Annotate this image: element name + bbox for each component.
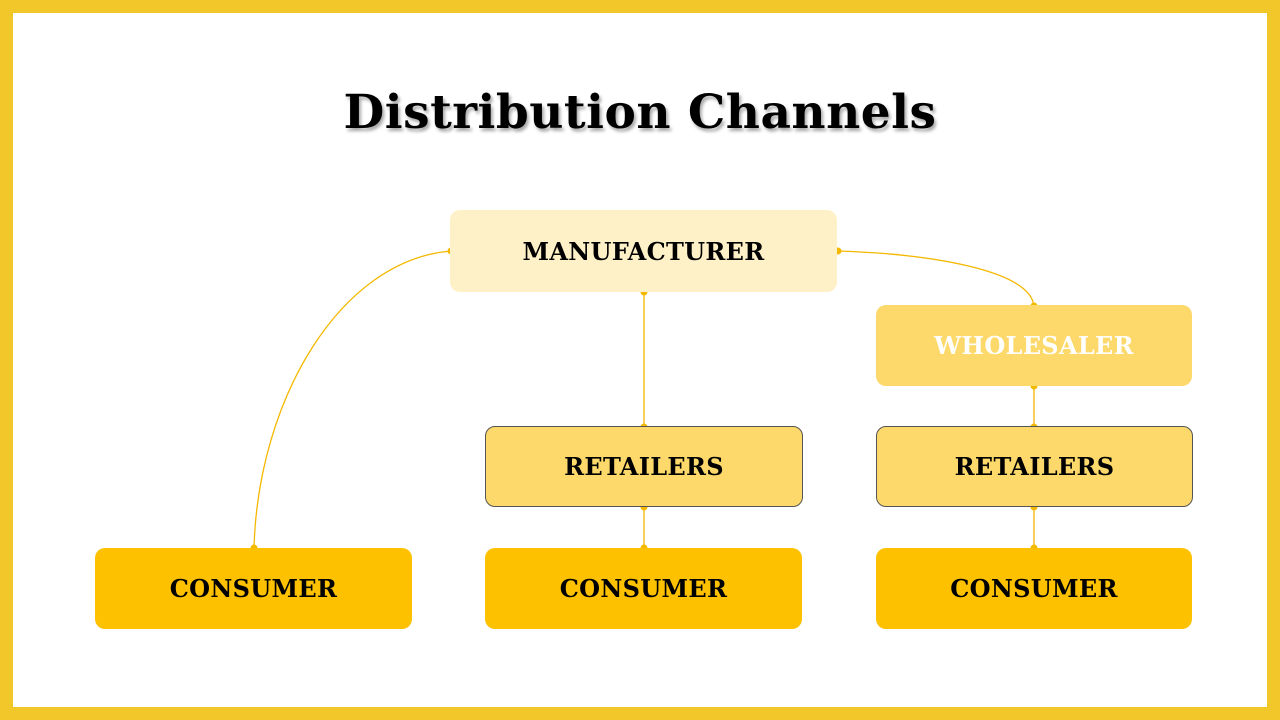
manufacturer-node: MANUFACTURER [450, 210, 837, 292]
manufacturer-label: MANUFACTURER [522, 236, 765, 266]
consumer-left-node: CONSUMER [95, 548, 412, 629]
wholesaler-node: WHOLESALER [876, 305, 1192, 386]
consumer-left-label: CONSUMER [169, 574, 338, 603]
consumer-right-label: CONSUMER [950, 574, 1118, 603]
connector-manufacturer-wholesaler [837, 250, 1035, 307]
consumer-right-node: CONSUMER [876, 548, 1192, 629]
consumer-center-node: CONSUMER [485, 548, 802, 629]
retailers-right-label: RETAILERS [954, 452, 1115, 481]
retailers-center-node: RETAILERS [485, 426, 803, 507]
consumer-center-label: CONSUMER [559, 574, 728, 603]
retailers-right-node: RETAILERS [876, 426, 1193, 507]
wholesaler-label: WHOLESALER [934, 331, 1134, 360]
retailers-center-label: RETAILERS [564, 452, 724, 481]
connector-manufacturer-consumer-left [253, 250, 452, 549]
page-title: Distribution Channels [343, 85, 937, 140]
